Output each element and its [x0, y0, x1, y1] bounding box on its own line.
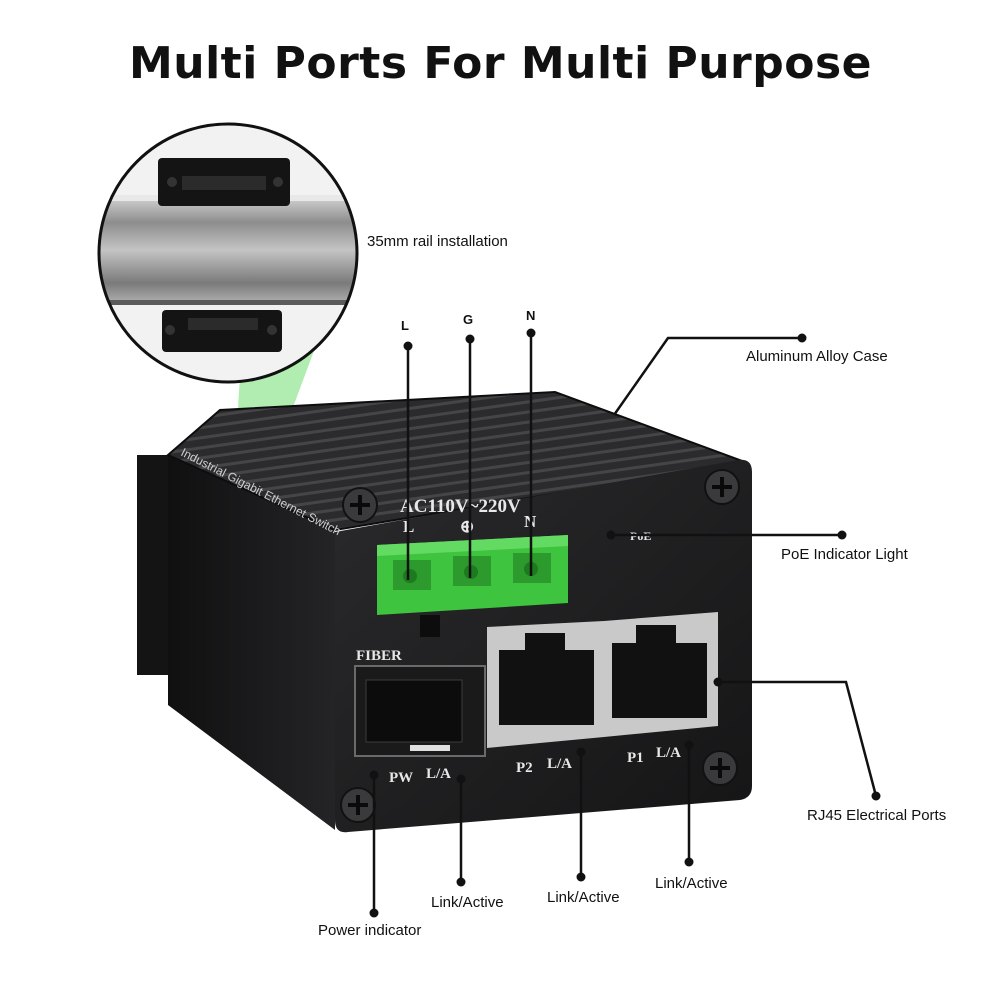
p2-label: P2 [516, 760, 533, 776]
fiber-label: FIBER [356, 648, 402, 664]
device-side [168, 410, 335, 830]
p1-la-label: L/A [656, 745, 681, 761]
callout-poe: PoE Indicator Light [781, 546, 908, 563]
callout-rail: 35mm rail installation [367, 233, 508, 250]
callout-dots [369, 328, 881, 918]
din-rail-zoom [99, 124, 357, 382]
rj45-port-p1 [604, 612, 718, 737]
device-top [168, 392, 745, 530]
callout-case: Aluminum Alloy Case [746, 348, 888, 365]
screw-icon [340, 787, 376, 823]
callout-link-p1: Link/Active [655, 875, 728, 892]
pin-l-label: L [401, 318, 409, 333]
voltage-label: AC110V~220V [400, 496, 521, 517]
callout-link-p2: Link/Active [547, 889, 620, 906]
callout-rj45: RJ45 Electrical Ports [807, 807, 947, 824]
p1-label: P1 [627, 750, 644, 766]
sfp-fiber-port [354, 665, 486, 757]
callout-link-fiber: Link/Active [431, 894, 504, 911]
screw-icon [704, 469, 740, 505]
p2-la-label: L/A [547, 756, 572, 772]
terminal-g-label: ⊕ [460, 517, 474, 536]
screw-icon [702, 750, 738, 786]
pin-g-label: G [463, 312, 474, 327]
page-title: Multi Ports For Multi Purpose [128, 38, 872, 89]
screw-icon [342, 487, 378, 523]
rj45-port-p2 [487, 621, 604, 748]
pin-n-label: N [526, 308, 536, 323]
power-terminal-block [377, 535, 568, 615]
callout-lines [372, 333, 878, 913]
callout-power: Power indicator [318, 922, 422, 939]
fiber-la-label: L/A [426, 766, 451, 782]
pw-label: PW [389, 770, 413, 786]
